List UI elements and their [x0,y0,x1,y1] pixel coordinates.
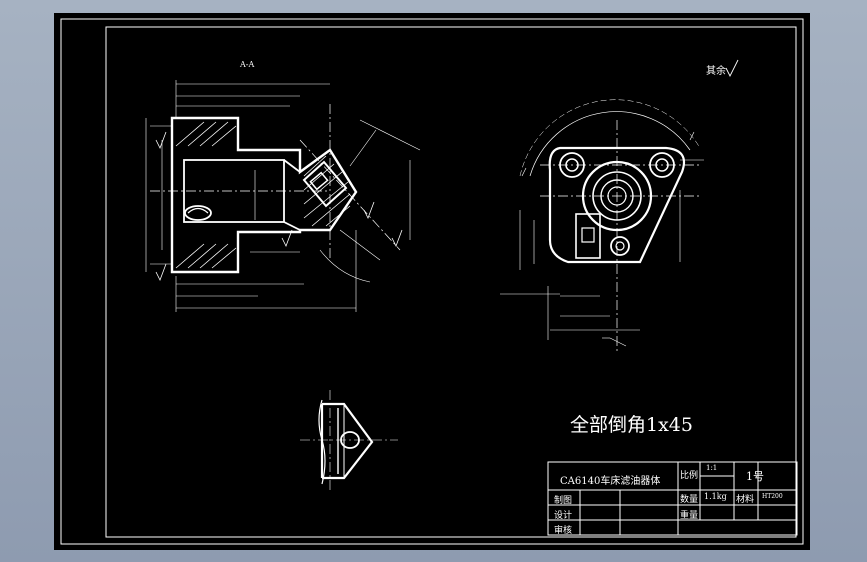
section-view [145,80,421,312]
angled-boss [302,160,348,208]
bolt-hole-bottom [610,236,630,256]
detail-outline [322,402,374,480]
triangular-flange [548,146,686,264]
oil-port [184,205,212,221]
part-name: CA6140车床滤油器体 [560,476,661,487]
scale-value: 1:1 [706,464,718,472]
row-check: 设计 [554,511,573,521]
weight-value: 1.1kg [704,492,727,501]
chamfer-note: 全部倒角1x45 [570,414,693,436]
hatching [175,121,351,269]
section-label: A-A [240,60,255,69]
scale-label: 比例 [680,471,699,481]
row-review: 审核 [554,526,573,536]
side-view [500,99,704,352]
weight-label: 重量 [680,511,699,521]
material-value: HT200 [762,493,783,500]
rest-roughness-note: 其余 [706,66,726,77]
title-block: CA6140车床滤油器体 比例 1:1 1号 数量 1.1kg 材料 HT200… [548,462,797,536]
quantity-label: 数量 [680,495,699,505]
row-draw: 制图 [554,496,573,506]
title-block-grid [547,461,798,536]
sheet-number: 1号 [746,470,764,483]
flange-arc [529,111,691,177]
drawing-sheet [54,13,810,550]
outer-border [60,18,804,545]
roughness-symbol [725,59,739,78]
inner-border [105,26,797,538]
detail-view [300,390,398,490]
material-label: 材料 [736,495,755,505]
body-outline [170,116,358,274]
